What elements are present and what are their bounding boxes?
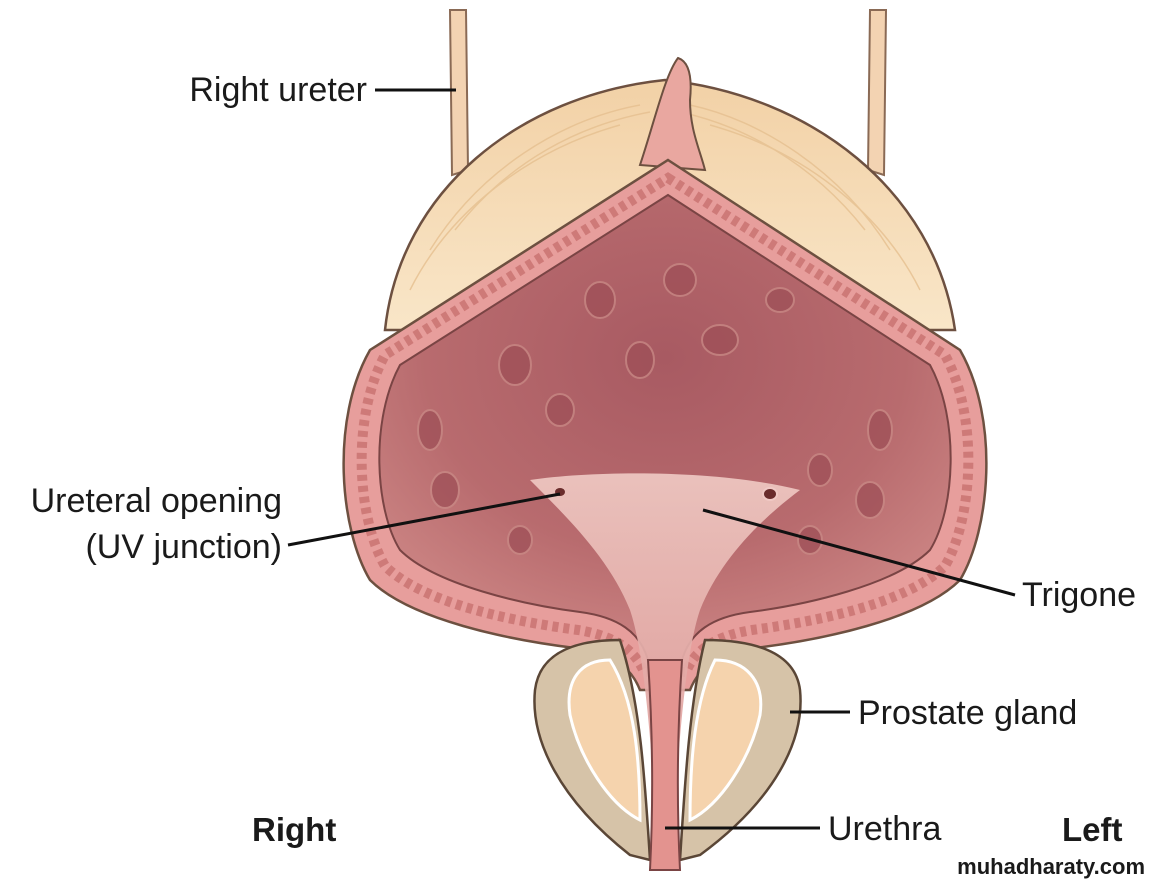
urachus-tip — [638, 56, 707, 172]
prostate-inner-right — [567, 658, 642, 823]
label-urethra: Urethra — [828, 810, 941, 848]
dome-muscle-striations — [409, 104, 921, 291]
label-uv-junction: (UV junction) — [85, 528, 282, 566]
label-ureteral-opening: Ureteral opening — [31, 482, 282, 520]
leader-lines — [287, 88, 1016, 830]
mucosal-rugae — [417, 263, 893, 555]
leader-ureteral-opening — [287, 492, 561, 547]
label-side-right: Right — [252, 811, 336, 848]
right-ureter-tube — [448, 9, 470, 177]
left-ureter-tube — [866, 9, 888, 177]
label-prostate-gland: Prostate gland — [858, 694, 1077, 732]
prostate-gland — [533, 638, 802, 862]
label-side-left: Left — [1062, 811, 1123, 848]
label-right-ureter: Right ureter — [189, 71, 367, 109]
left-ureteral-orifice — [762, 487, 778, 501]
prostate-inner-left — [688, 658, 763, 823]
urethra-tube — [646, 659, 684, 871]
watermark: muhadharaty.com — [957, 854, 1145, 879]
label-trigone: Trigone — [1022, 576, 1136, 614]
leader-trigone — [702, 508, 1016, 597]
